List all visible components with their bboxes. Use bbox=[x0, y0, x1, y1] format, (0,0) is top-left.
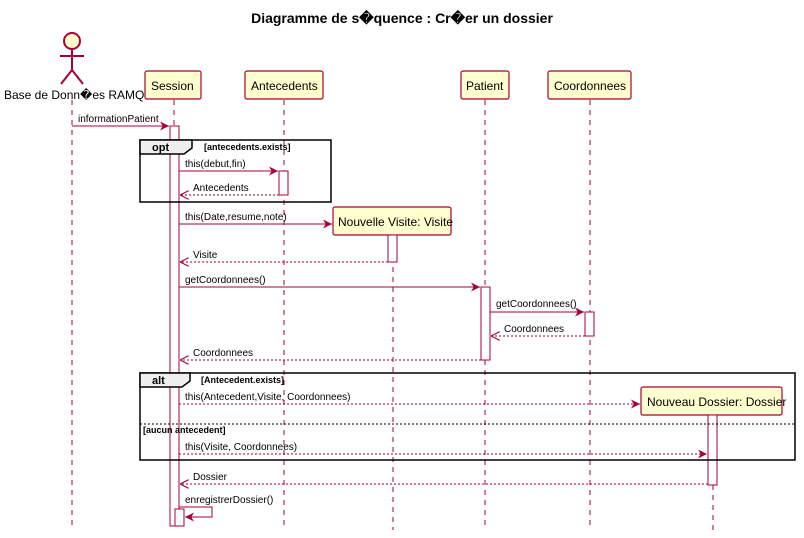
message-label-7: getCoordonnees() bbox=[496, 299, 577, 310]
participant-antecedents-label: Antecedents bbox=[251, 79, 318, 93]
message-label-5: Visite bbox=[193, 250, 218, 261]
participant-visite-label: Nouvelle Visite: Visite bbox=[338, 215, 453, 229]
activation-dossier bbox=[707, 414, 718, 486]
message-label-1: informationPatient bbox=[78, 114, 159, 125]
message-arrow-13 bbox=[179, 506, 213, 522]
message-label-4: this(Date,resume,note) bbox=[185, 212, 287, 223]
participant-session bbox=[144, 70, 202, 100]
alt-keyword: alt bbox=[152, 375, 165, 387]
participant-coordonnees-label: Coordonnees bbox=[554, 79, 626, 93]
opt-keyword: opt bbox=[152, 142, 169, 154]
alt-condition: [Antecedent.exists] bbox=[201, 375, 284, 385]
participant-coordonnees bbox=[547, 70, 632, 100]
participant-patient bbox=[460, 70, 510, 100]
alt-fragment-tab bbox=[139, 372, 191, 388]
message-label-13: enregistrerDossier() bbox=[185, 495, 273, 506]
message-label-6: getCoordonnees() bbox=[185, 275, 266, 286]
actor-icon bbox=[60, 32, 84, 85]
opt-fragment-tab bbox=[139, 139, 193, 155]
opt-condition: [antecedents.exists] bbox=[204, 142, 291, 152]
participant-dossier-label: Nouveau Dossier: Dossier bbox=[647, 395, 786, 409]
message-label-2: this(debut,fin) bbox=[185, 159, 246, 170]
participant-session-label: Session bbox=[151, 79, 194, 93]
participant-patient-label: Patient bbox=[466, 79, 504, 93]
message-label-11: this(Visite, Coordonnees) bbox=[185, 442, 297, 453]
activation-antecedents bbox=[278, 170, 289, 196]
message-label-9: Coordonnees bbox=[193, 348, 253, 359]
activation-session bbox=[169, 125, 180, 527]
activation-coordonnees bbox=[584, 311, 595, 337]
participant-antecedents bbox=[244, 70, 324, 100]
message-label-10: this(Antecedent,Visite, Coordonnees) bbox=[185, 392, 350, 403]
else-condition: [aucun antecedent] bbox=[143, 425, 226, 435]
alt-fragment bbox=[139, 372, 796, 461]
activation-visite bbox=[387, 234, 398, 263]
activation-patient bbox=[480, 286, 491, 361]
actor-label: Base de Donn�es RAMQ bbox=[4, 88, 144, 102]
activation-session-self bbox=[174, 508, 185, 527]
opt-fragment bbox=[139, 139, 332, 203]
diagram-title: Diagramme de s�quence : Cr�er un dossier bbox=[251, 10, 553, 26]
message-label-12: Dossier bbox=[193, 472, 228, 483]
message-label-3: Antecedents bbox=[193, 183, 249, 194]
message-label-8: Coordonnees bbox=[504, 324, 564, 335]
